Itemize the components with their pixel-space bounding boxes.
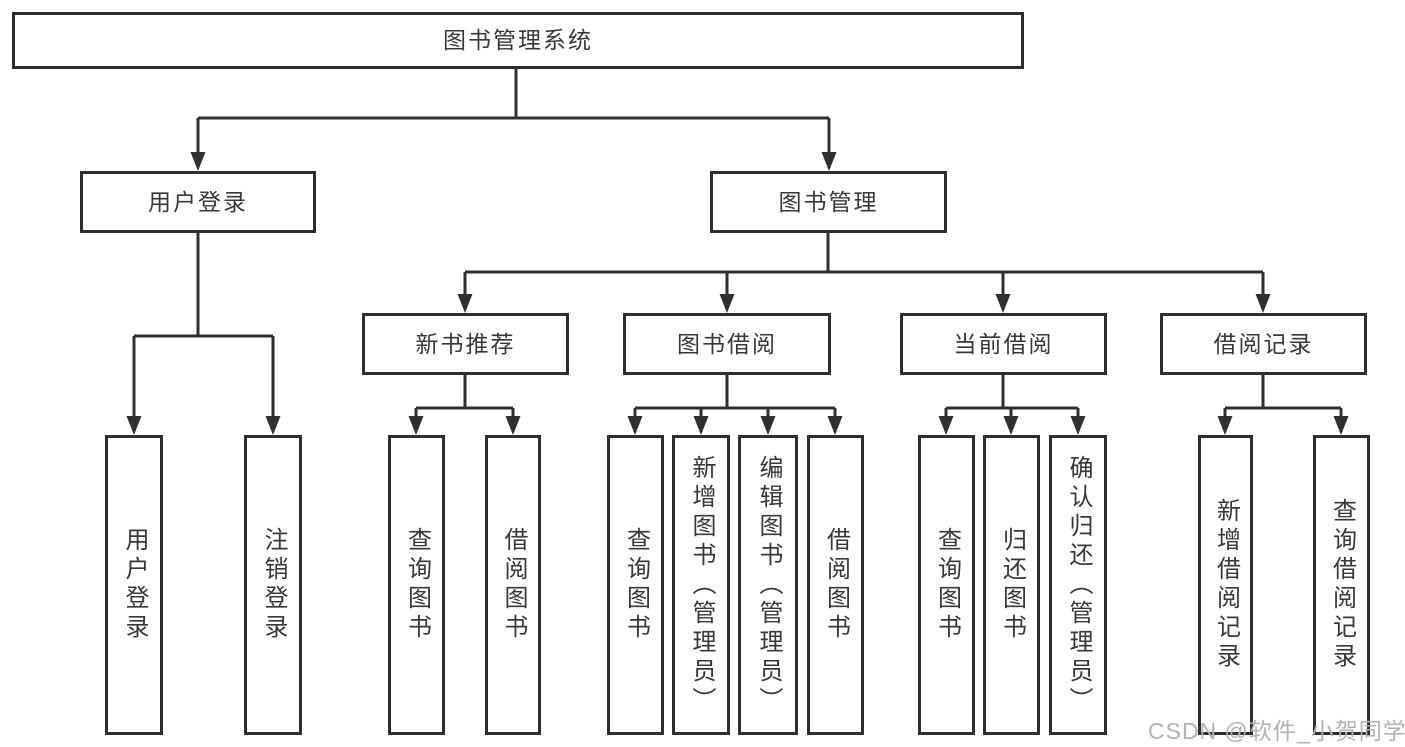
node-user-login: 用户登录 <box>80 171 316 233</box>
leaf-query-books-borrow: 查询图书 <box>607 435 664 735</box>
node-library-system: 图书管理系统 <box>12 12 1024 69</box>
connector-user-login <box>126 233 281 435</box>
leaf-add-book-admin: 新增图书（管理员） <box>672 435 730 735</box>
connector-borrow-records <box>1217 375 1349 435</box>
leaf-query-borrow-record: 查询借阅记录 <box>1313 435 1370 735</box>
connector-current-borrow <box>938 375 1086 435</box>
leaf-add-borrow-record: 新增借阅记录 <box>1198 435 1253 735</box>
node-new-book-recommend: 新书推荐 <box>362 313 569 375</box>
leaf-return-book: 归还图书 <box>983 435 1040 735</box>
leaf-edit-book-admin: 编辑图书（管理员） <box>738 435 798 735</box>
node-book-management: 图书管理 <box>710 171 947 233</box>
leaf-query-books-current: 查询图书 <box>918 435 975 735</box>
node-borrow-records: 借阅记录 <box>1160 313 1367 375</box>
csdn-watermark: CSDN @软件_小贺同学 <box>1148 718 1405 744</box>
connector-new-book-recommend <box>408 375 521 435</box>
leaf-confirm-return-admin: 确认归还（管理员） <box>1049 435 1107 735</box>
connector-book-management <box>457 233 1271 313</box>
leaf-borrow-books-borrow: 借阅图书 <box>807 435 864 735</box>
leaf-logout: 注销登录 <box>244 435 302 735</box>
leaf-borrow-books-recommend: 借阅图书 <box>485 435 541 735</box>
connector-root <box>190 69 837 171</box>
leaf-user-login: 用户登录 <box>105 435 163 735</box>
node-current-borrow: 当前借阅 <box>900 313 1107 375</box>
connector-book-borrow <box>627 375 843 435</box>
node-book-borrow: 图书借阅 <box>623 313 831 375</box>
leaf-query-books-recommend: 查询图书 <box>388 435 445 735</box>
